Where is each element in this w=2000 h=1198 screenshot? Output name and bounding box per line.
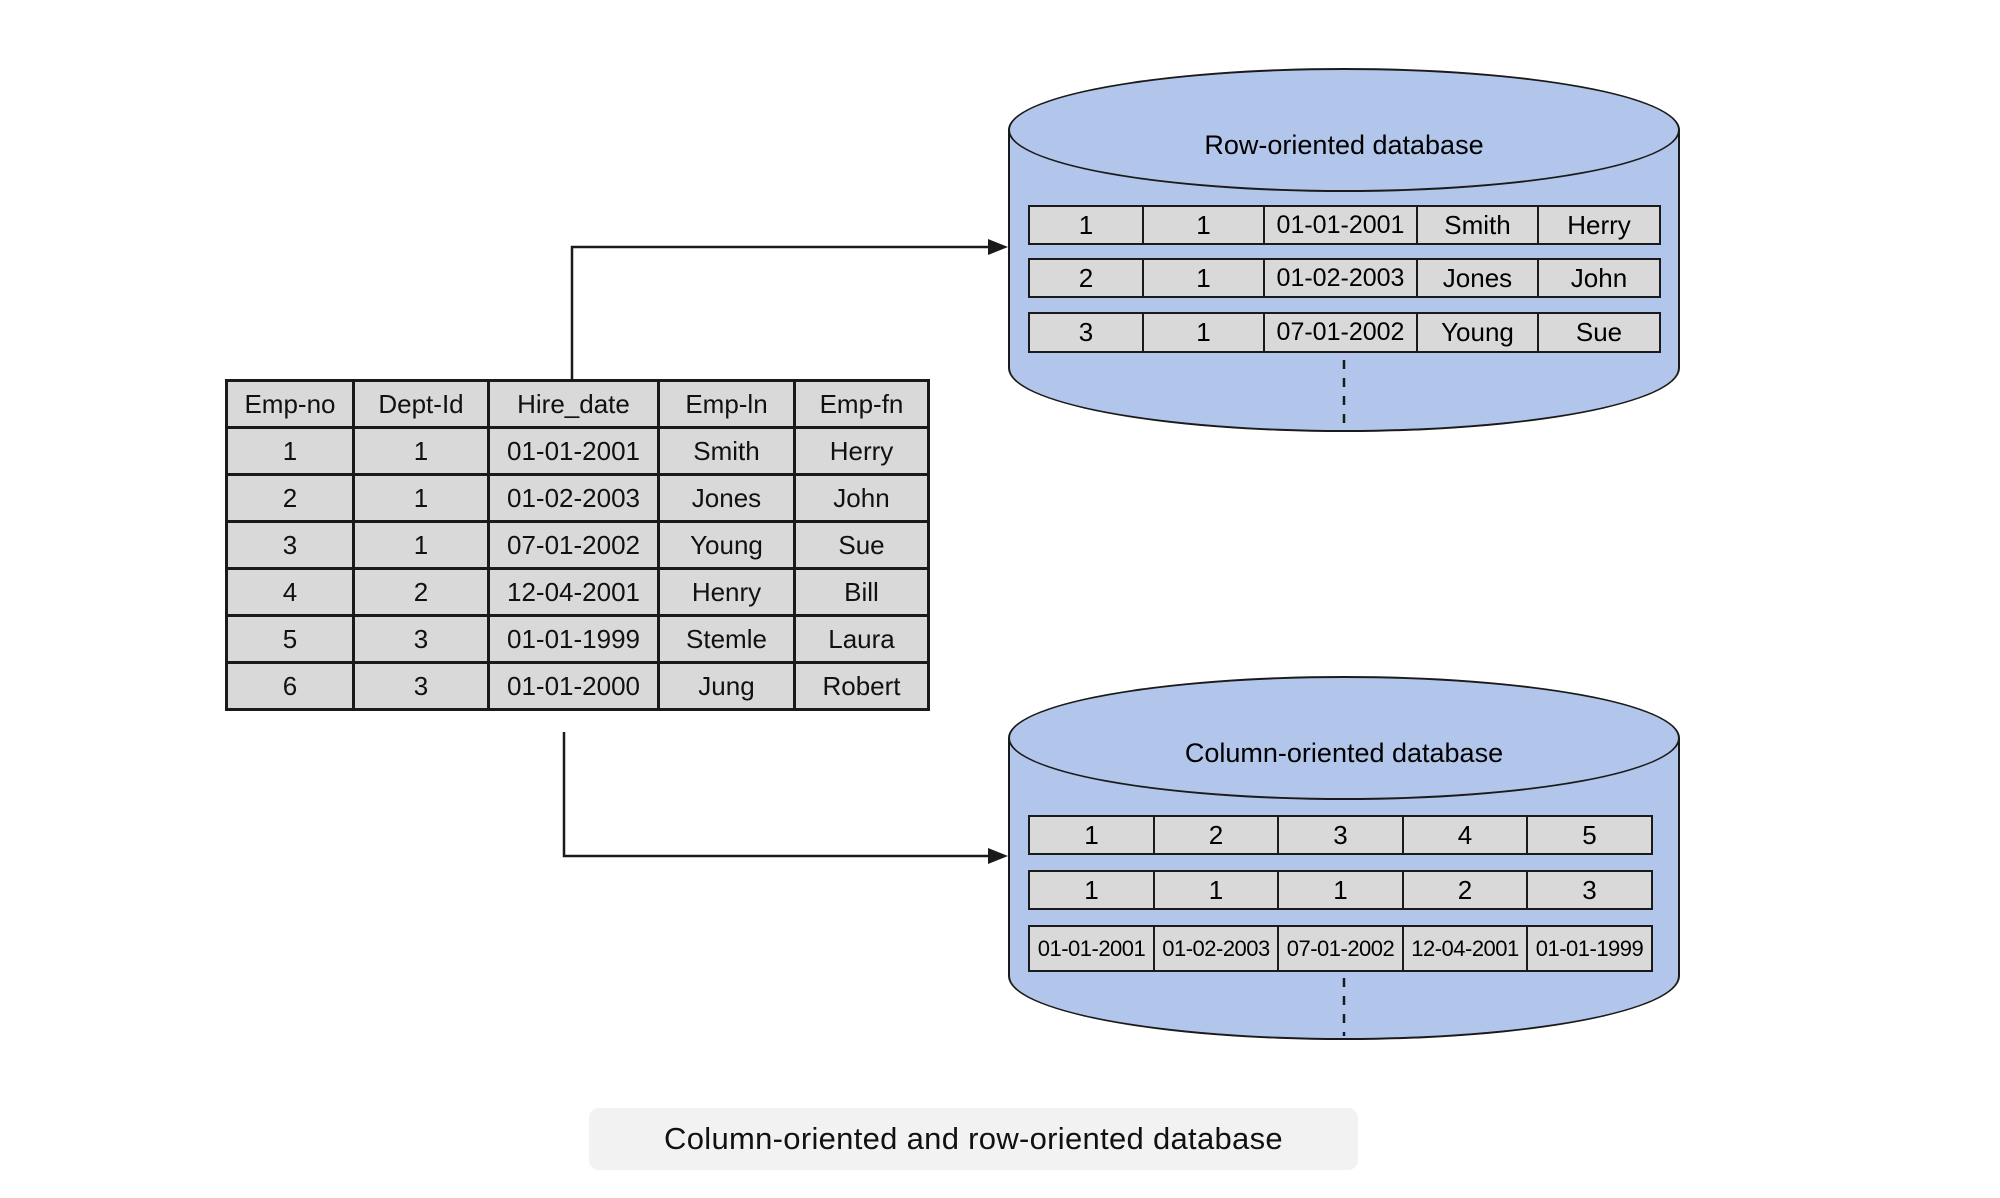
db-cell: John [1537,258,1661,298]
table-cell: 3 [352,661,490,711]
table-cell: 07-01-2002 [487,520,660,570]
db-cell: Young [1415,312,1540,353]
table-cell: Smith [657,426,796,476]
table-cell: Bill [793,567,930,617]
row-db-title: Row-oriented database [1204,130,1484,160]
column-header: Emp-ln [657,379,796,429]
table-cell: 6 [225,661,355,711]
db-cell: 1 [1141,205,1266,245]
db-cell: 1 [1141,312,1266,353]
arrowhead-column-db-icon [988,848,1008,864]
table-cell: 12-04-2001 [487,567,660,617]
db-cell: 1 [1028,205,1144,245]
db-record-row: 3 1 07-01-2002 Young Sue [1028,312,1661,353]
db-cell: 07-01-2002 [1277,925,1404,972]
table-cell: Jones [657,473,796,523]
db-column-row: 01-01-2001 01-02-2003 07-01-2002 12-04-2… [1028,925,1653,972]
table-cell: 01-01-1999 [487,614,660,664]
db-cell: 07-01-2002 [1263,312,1418,353]
caption: Column-oriented and row-oriented databas… [589,1108,1358,1170]
table-cell: John [793,473,930,523]
cylinder-top-ellipse [1008,68,1680,192]
table-row: 4 2 12-04-2001 Henry Bill [225,567,930,617]
table-cell: Laura [793,614,930,664]
db-cell: 3 [1277,815,1404,855]
arrow-table-to-row-db [570,245,992,379]
db-record-row: 2 1 01-02-2003 Jones John [1028,258,1661,298]
row-db-cylinder: Row-oriented database 1 1 01-01-2001 Smi… [1008,68,1680,432]
column-header: Emp-no [225,379,355,429]
table-cell: 1 [352,473,490,523]
table-cell: 2 [352,567,490,617]
table-cell: 2 [225,473,355,523]
table-cell: 3 [352,614,490,664]
table-cell: 01-01-2000 [487,661,660,711]
db-cell: 1 [1028,870,1155,910]
db-cell: 2 [1028,258,1144,298]
table-cell: Jung [657,661,796,711]
table-row: 5 3 01-01-1999 Stemle Laura [225,614,930,664]
db-cell: 01-01-1999 [1526,925,1653,972]
db-cell: 3 [1526,870,1653,910]
table-cell: 3 [225,520,355,570]
db-cell: Smith [1415,205,1540,245]
table-cell: 5 [225,614,355,664]
table-row: 1 1 01-01-2001 Smith Herry [225,426,930,476]
table-cell: Robert [793,661,930,711]
employee-table: Emp-no Dept-Id Hire_date Emp-ln Emp-fn 1… [225,379,930,711]
db-cell: 3 [1028,312,1144,353]
caption-text: Column-oriented and row-oriented databas… [664,1121,1283,1156]
table-cell: 01-02-2003 [487,473,660,523]
table-cell: 1 [225,426,355,476]
db-cell: 5 [1526,815,1653,855]
table-cell: Herry [793,426,930,476]
db-cell: 1 [1277,870,1404,910]
db-cell: Jones [1415,258,1540,298]
table-cell: Sue [793,520,930,570]
arrowhead-row-db-icon [988,239,1008,255]
column-db-title: Column-oriented database [1184,738,1504,768]
column-header: Hire_date [487,379,660,429]
db-cell: 01-01-2001 [1263,205,1418,245]
db-cell: 4 [1401,815,1529,855]
db-column-row: 1 1 1 2 3 [1028,870,1653,910]
db-cell: 01-02-2003 [1152,925,1280,972]
table-cell: 1 [352,520,490,570]
arrow-table-to-column-db [562,732,992,858]
table-cell: 1 [352,426,490,476]
db-column-row: 1 2 3 4 5 [1028,815,1653,855]
column-header: Emp-fn [793,379,930,429]
db-cell: 1 [1141,258,1266,298]
db-cell: 2 [1401,870,1529,910]
db-cell: 01-01-2001 [1028,925,1155,972]
db-cell: Herry [1537,205,1661,245]
table-cell: Young [657,520,796,570]
db-cell: 12-04-2001 [1401,925,1529,972]
table-cell: Henry [657,567,796,617]
cylinder-top-ellipse [1008,676,1680,800]
table-header-row: Emp-no Dept-Id Hire_date Emp-ln Emp-fn [225,379,930,429]
column-db-cylinder: Column-oriented database 1 2 3 4 5 1 1 1… [1008,676,1680,1040]
table-row: 6 3 01-01-2000 Jung Robert [225,661,930,711]
table-cell: Stemle [657,614,796,664]
table-row: 2 1 01-02-2003 Jones John [225,473,930,523]
db-cell: 1 [1028,815,1155,855]
table-cell: 4 [225,567,355,617]
db-cell: 1 [1152,870,1280,910]
db-cell: 2 [1152,815,1280,855]
db-cell: 01-02-2003 [1263,258,1418,298]
table-row: 3 1 07-01-2002 Young Sue [225,520,930,570]
db-record-row: 1 1 01-01-2001 Smith Herry [1028,205,1661,245]
db-cell: Sue [1537,312,1661,353]
column-header: Dept-Id [352,379,490,429]
table-cell: 01-01-2001 [487,426,660,476]
